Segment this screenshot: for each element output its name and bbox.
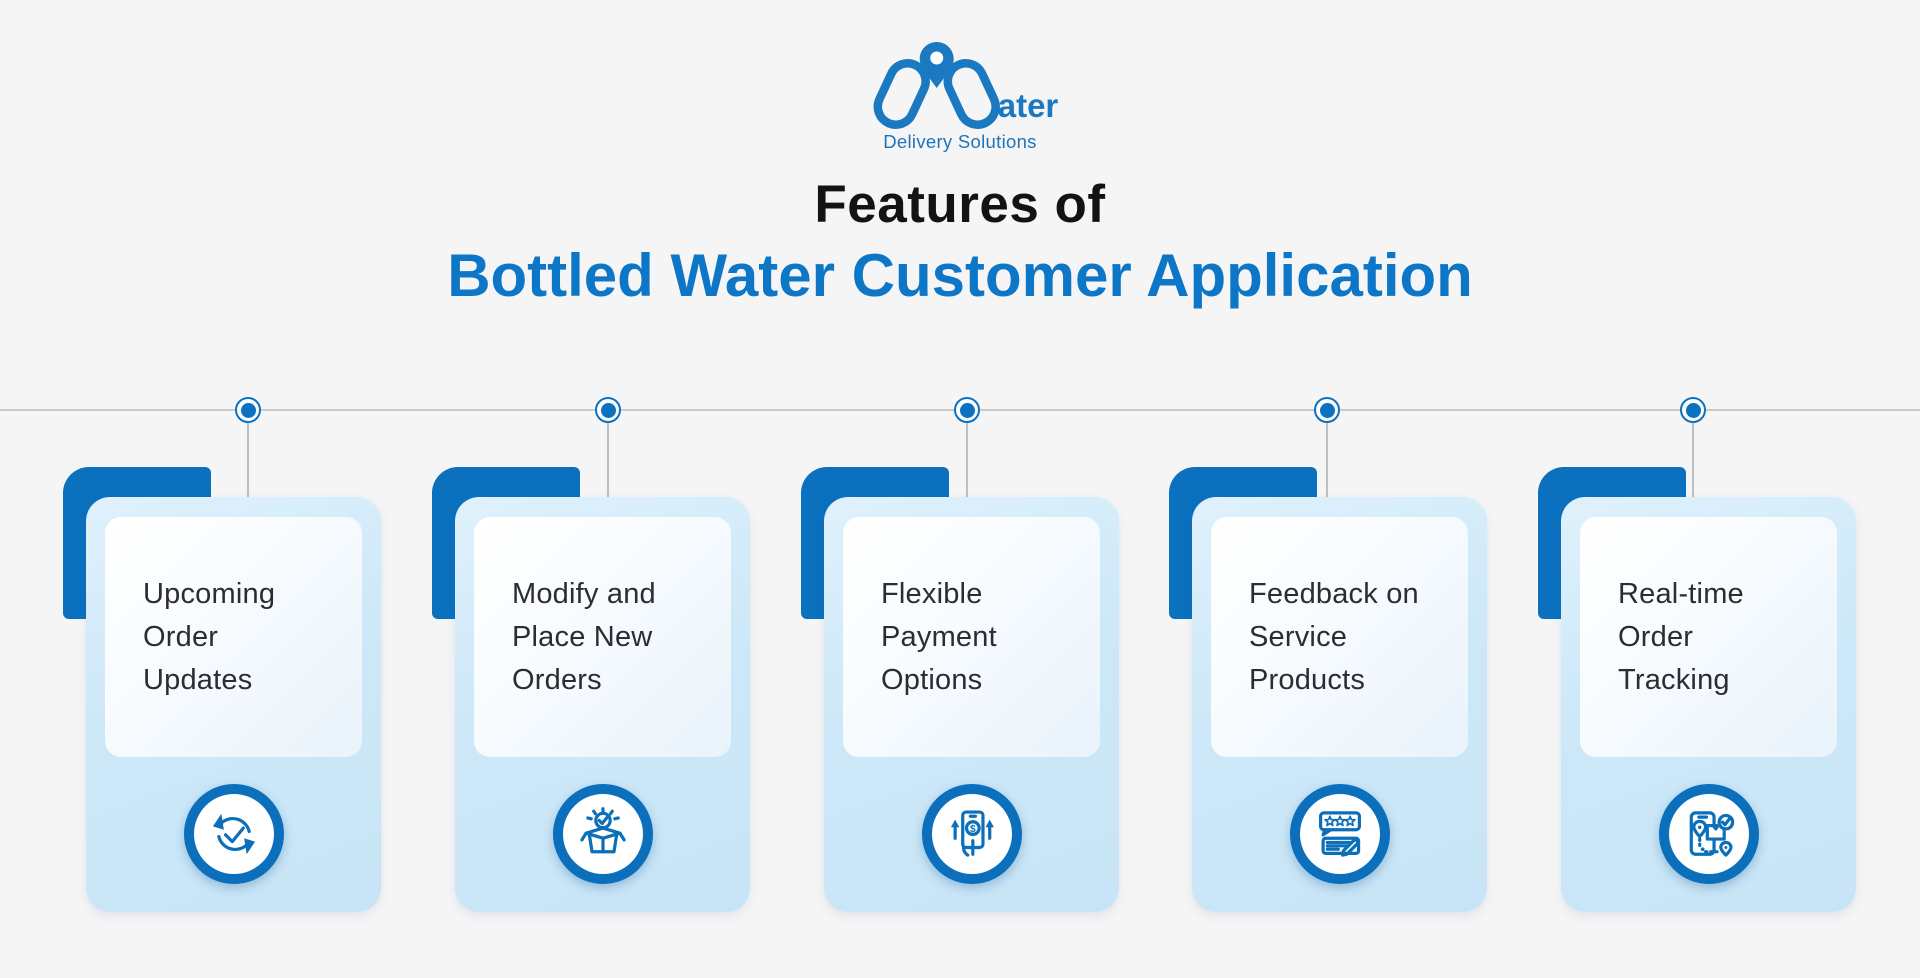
- logo: ater Delivery Solutions: [862, 38, 1059, 153]
- order-tracking-icon: [1689, 811, 1734, 857]
- timeline-dot: [235, 397, 261, 423]
- feature-card: Modify and Place New Orders: [432, 467, 750, 912]
- sync-check-icon: [212, 813, 255, 855]
- card-body: Flexible Payment Options $: [824, 497, 1119, 912]
- svg-text:$: $: [970, 824, 976, 835]
- brand-word-suffix: ater: [997, 87, 1059, 124]
- timeline-dot: [595, 397, 621, 423]
- feature-label: Upcoming Order Updates: [143, 577, 276, 696]
- feature-label: Feedback on Service Products: [1249, 577, 1419, 696]
- feature-card: Flexible Payment Options $: [801, 467, 1119, 912]
- timeline-dot: [1680, 397, 1706, 423]
- card-body: Real-time Order Tracking: [1561, 497, 1856, 912]
- timeline-dot: [1314, 397, 1340, 423]
- feature-label: Real-time Order Tracking: [1618, 577, 1744, 696]
- feature-card: Upcoming Order Updates: [63, 467, 381, 912]
- page-title: Features of Bottled Water Customer Appli…: [0, 172, 1920, 314]
- icon-badge: [1289, 784, 1390, 884]
- connector-line: [1692, 410, 1694, 498]
- location-pin-icon: [919, 42, 954, 88]
- icon-badge: $: [921, 784, 1022, 884]
- feature-card: Real-time Order Tracking: [1538, 467, 1856, 912]
- connector-line: [1326, 410, 1328, 498]
- feature-label: Flexible Payment Options: [881, 577, 997, 696]
- mobile-payment-icon: $: [950, 810, 994, 857]
- box-order-check-icon: [579, 807, 626, 854]
- connector-line: [966, 410, 968, 498]
- feature-label: Modify and Place New Orders: [512, 577, 656, 696]
- review-feedback-icon: [1318, 811, 1361, 857]
- card-body: Upcoming Order Updates: [86, 497, 381, 912]
- title-line-2: Bottled Water Customer Application: [447, 242, 1473, 309]
- card-panel: Modify and Place New Orders: [474, 517, 731, 757]
- card-body: Modify and Place New Orders: [455, 497, 750, 912]
- icon-badge: [1658, 784, 1759, 884]
- logo-row: ater: [862, 38, 1059, 130]
- timeline-dot: [954, 397, 980, 423]
- icon-badge: [183, 784, 284, 884]
- water-logo-mark-icon: [873, 42, 1000, 129]
- connector-line: [607, 410, 609, 498]
- icon-badge: [552, 784, 653, 884]
- feature-card: Feedback on Service Products: [1169, 467, 1487, 912]
- title-line-1: Features of: [814, 175, 1106, 234]
- card-panel: Upcoming Order Updates: [105, 517, 362, 757]
- card-panel: Real-time Order Tracking: [1580, 517, 1837, 757]
- connector-line: [247, 410, 249, 498]
- card-panel: Feedback on Service Products: [1211, 517, 1468, 757]
- logo-tagline: Delivery Solutions: [883, 131, 1037, 152]
- card-body: Feedback on Service Products: [1192, 497, 1487, 912]
- card-panel: Flexible Payment Options: [843, 517, 1100, 757]
